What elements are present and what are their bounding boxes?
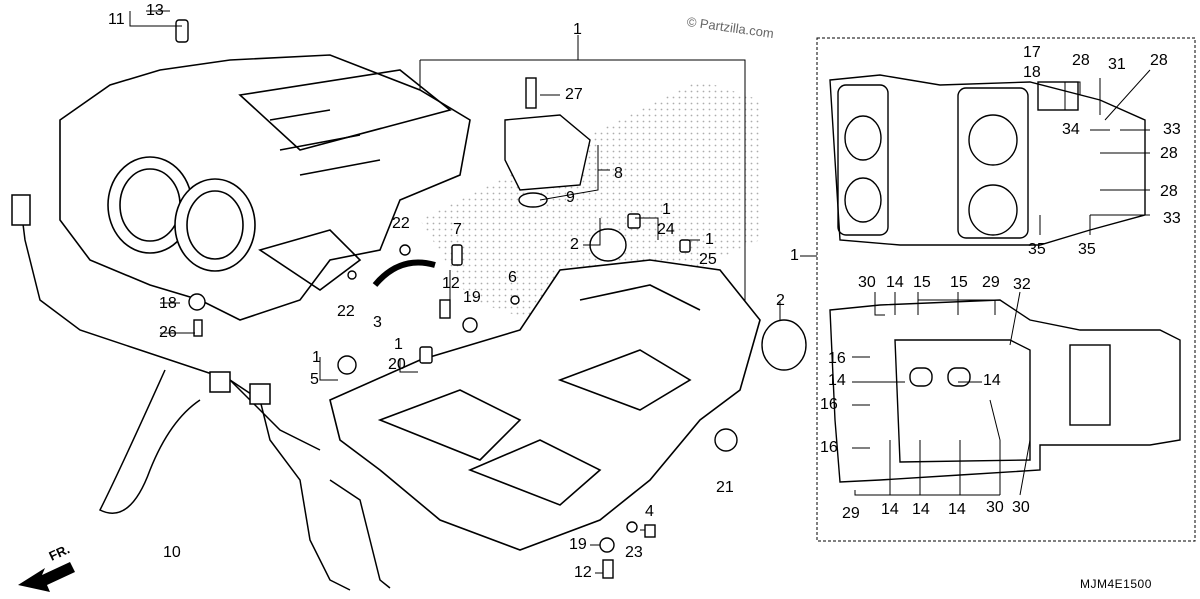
inset-callout-15: 15: [950, 274, 968, 291]
inset-callout-14: 14: [881, 501, 899, 518]
inset-callout-15: 15: [913, 274, 931, 291]
callout-13: 13: [146, 2, 164, 19]
inset-callout-17: 17: [1023, 44, 1041, 61]
leader-lines: [129, 10, 781, 574]
inset-callout-34: 34: [1062, 121, 1080, 138]
inset-callout-31: 31: [1108, 56, 1126, 73]
inset-callout-32: 32: [1013, 276, 1031, 293]
inset-upper-case: [829, 74, 1146, 246]
inset-callout-30: 30: [986, 499, 1004, 516]
diagram-code: MJM4E1500: [1080, 577, 1152, 591]
lower-crankcase: [329, 259, 761, 551]
inset-callout-30: 30: [858, 274, 876, 291]
inset-callout-33: 33: [1163, 121, 1181, 138]
callout-21: 21: [716, 479, 734, 496]
callout-4: 4: [645, 503, 654, 520]
callout-12: 12: [574, 564, 592, 581]
inset-callout-28: 28: [1150, 52, 1168, 69]
callout-11: 11: [108, 11, 125, 28]
inset-callout-14: 14: [828, 372, 846, 389]
callout-24: 24: [657, 221, 675, 238]
callout-7: 7: [453, 221, 462, 238]
front-arrow-icon: [18, 562, 75, 592]
inset-callout-16: 16: [820, 396, 838, 413]
inset-callout-35: 35: [1028, 241, 1046, 258]
small-parts: [175, 19, 807, 579]
callout-10: 10: [163, 544, 181, 561]
inset-callout-16: 16: [820, 439, 838, 456]
inset-callout-14: 14: [912, 501, 930, 518]
callout-1: 1: [790, 247, 799, 264]
inset-frame: [816, 37, 1196, 542]
callout-26: 26: [159, 324, 177, 341]
wire-harness: [11, 194, 391, 591]
callout-18: 18: [159, 295, 177, 312]
callout-6: 6: [508, 269, 517, 286]
inset-leader-lines: [852, 69, 1151, 496]
callout-1: 1: [573, 21, 582, 38]
callout-25: 25: [699, 251, 717, 268]
inset-callout-30: 30: [1012, 499, 1030, 516]
callout-2: 2: [570, 236, 579, 253]
callout-2: 2: [776, 292, 785, 309]
inset-callout-28: 28: [1160, 145, 1178, 162]
callout-1: 1: [394, 336, 403, 353]
inset-callout-28: 28: [1160, 183, 1178, 200]
callout-20: 20: [388, 356, 406, 373]
callout-5: 5: [310, 371, 319, 388]
callout-1: 1: [705, 231, 714, 248]
inset-callout-28: 28: [1072, 52, 1090, 69]
inset-callout-29: 29: [842, 505, 860, 522]
inset-callout-14: 14: [948, 501, 966, 518]
callout-23: 23: [625, 544, 643, 561]
inset-callout-18: 18: [1023, 64, 1041, 81]
inset-lower-case: [829, 299, 1181, 483]
callout-8: 8: [614, 165, 623, 182]
callout-1: 1: [312, 349, 321, 366]
upper-crankcase: [59, 54, 471, 321]
callout-1: 1: [662, 201, 671, 218]
inset-callout-35: 35: [1078, 241, 1096, 258]
inset-callout-14: 14: [886, 274, 904, 291]
callout-27: 27: [565, 86, 583, 103]
callout-19: 19: [569, 536, 587, 553]
callout-12: 12: [442, 275, 460, 292]
callout-22: 22: [337, 303, 355, 320]
inset-callout-16: 16: [828, 350, 846, 367]
callout-22: 22: [392, 215, 410, 232]
inset-callout-29: 29: [982, 274, 1000, 291]
callout-19: 19: [463, 289, 481, 306]
inset-callout-14: 14: [983, 372, 1001, 389]
callout-3: 3: [373, 314, 382, 331]
inset-callout-33: 33: [1163, 210, 1181, 227]
callout-9: 9: [566, 189, 575, 206]
